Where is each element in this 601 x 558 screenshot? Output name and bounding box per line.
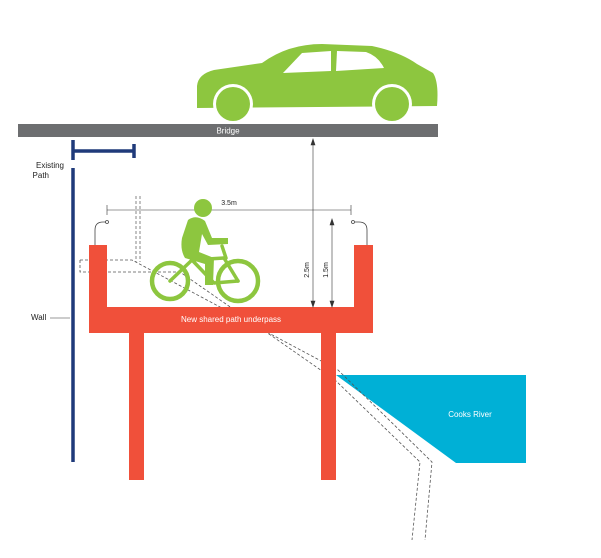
width-dimension	[106, 205, 352, 215]
river-label: Cooks River	[448, 410, 492, 419]
existing-path-label-1: Existing	[36, 161, 64, 170]
height-dimension-inner	[329, 218, 335, 308]
river	[336, 375, 526, 463]
height-dimension-outer	[310, 138, 316, 308]
railing-right	[351, 220, 368, 245]
bridge-deck	[18, 124, 438, 137]
railing-left	[94, 220, 109, 245]
dashed-post	[135, 196, 141, 262]
existing-path-label-2: Path	[33, 171, 49, 180]
car-icon	[197, 44, 438, 124]
existing-path	[71, 140, 136, 160]
underpass-structure	[89, 245, 373, 480]
height-dimension-inner-label: 1.5m	[323, 262, 330, 278]
width-dimension-label: 3.5m	[221, 200, 237, 207]
new-path-label: New shared path underpass	[181, 315, 281, 324]
bridge-label: Bridge	[216, 127, 240, 136]
cyclist-icon	[149, 199, 261, 304]
wall-label: Wall	[31, 313, 46, 322]
height-dimension-outer-label: 2.5m	[304, 262, 311, 278]
